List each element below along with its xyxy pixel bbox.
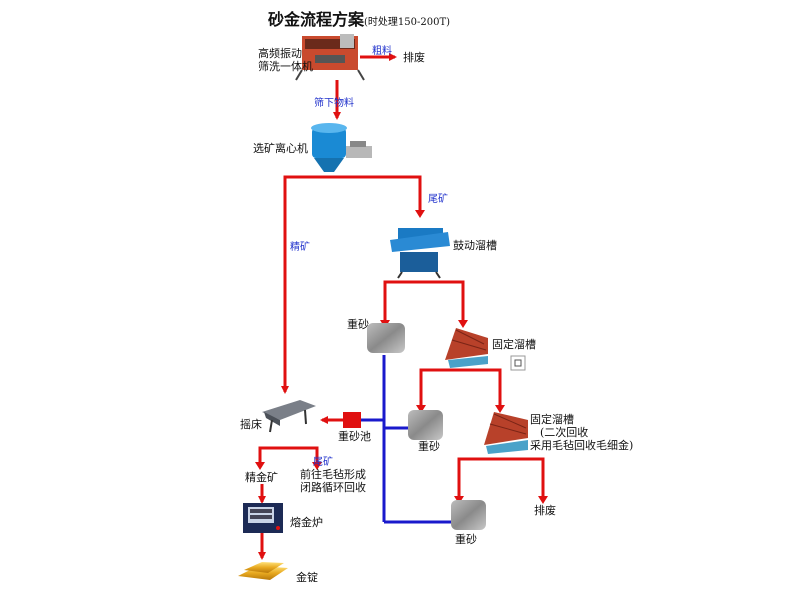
edge-concentrate-label: 精矿	[290, 242, 310, 253]
centrifuge-image	[311, 123, 372, 172]
heavy-sand-pile-3	[451, 500, 486, 530]
shaker-table-image	[262, 400, 316, 433]
heavy-sand-pool-label: 重砂池	[338, 430, 371, 443]
fixed-sluice-2-label-line3: 采用毛毡回收毛细金)	[530, 439, 634, 452]
gold-ingot-image	[238, 562, 288, 580]
heavy-sand-pile-2	[408, 410, 443, 440]
expand-icon	[510, 355, 526, 371]
recycle-label-line2: 闭路循环回收	[300, 481, 366, 494]
ingot-label: 金锭	[296, 571, 318, 584]
heavy-sand-pool-box	[343, 412, 361, 428]
gold-concentrate-label: 精金矿	[245, 471, 278, 484]
heavy-sand-3-label: 重砂	[455, 533, 477, 546]
title-main: 砂金流程方案	[268, 10, 365, 29]
page-title: 砂金流程方案(时处理150-200T)	[268, 6, 450, 30]
waste-top-label: 排废	[403, 51, 425, 64]
fixed-sluice-2-label-line2: (二次回收	[540, 426, 589, 439]
edge-undersize-label: 筛下物料	[314, 98, 354, 109]
vibrating-screen-label-line1: 高频振动	[258, 47, 302, 60]
fixed-split-line	[419, 368, 502, 405]
centrifuge-split-line	[283, 175, 422, 322]
edge-tailings-2-label: 尾矿	[313, 457, 333, 468]
edge-tailings-1-label: 尾矿	[428, 194, 448, 205]
fixed-sluice-2-image	[484, 412, 528, 454]
blue-flow-lines	[360, 355, 452, 524]
waste-bottom-label: 排废	[534, 504, 556, 517]
furnace-image	[243, 503, 283, 533]
heavy-sand-2-label: 重砂	[418, 440, 440, 453]
furnace-label: 熔金炉	[290, 516, 323, 529]
title-sub: (时处理150-200T)	[364, 17, 451, 28]
fixed-sluice-1-image	[445, 328, 488, 368]
shaker-split-line	[258, 446, 319, 462]
heavy-sand-pile-1	[367, 323, 405, 353]
fixed2-split-line	[457, 457, 545, 496]
drum-sluice-label: 鼓动溜槽	[453, 239, 497, 252]
drum-sluice-image	[390, 228, 450, 279]
red-flow-lines	[255, 53, 548, 560]
shaker-label: 摇床	[240, 418, 262, 431]
fixed-sluice-1-label: 固定溜槽	[492, 338, 536, 351]
vibrating-screen-label: 高频振动 筛洗一体机	[258, 47, 313, 73]
fixed-sluice-2-label-line1: 固定溜槽	[530, 413, 574, 426]
fixed-sluice-2-label: 固定溜槽 (二次回收 采用毛毡回收毛细金)	[530, 413, 633, 452]
vibrating-screen-label-line2: 筛洗一体机	[258, 60, 313, 73]
drum-split-line	[383, 280, 465, 322]
recycle-label-line1: 前往毛毡形成	[300, 468, 366, 481]
vibrating-screen-image	[295, 34, 365, 81]
edge-coarse-label: 粗料	[372, 46, 392, 57]
heavy-sand-1-label: 重砂	[347, 318, 369, 331]
centrifuge-label: 选矿离心机	[253, 142, 308, 155]
recycle-label: 前往毛毡形成 闭路循环回收	[300, 468, 366, 494]
